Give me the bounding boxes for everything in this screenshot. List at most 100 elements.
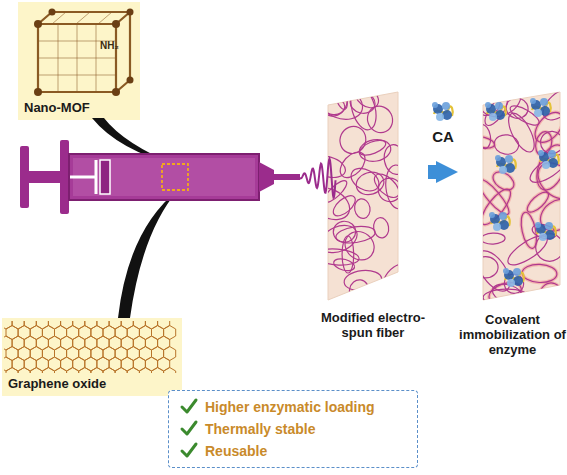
carbon-ring — [30, 347, 42, 361]
carbon-ring — [4, 336, 12, 350]
enzyme-domain — [499, 166, 507, 174]
fiber-loop — [530, 107, 567, 147]
mof-panel: Nano-MOF — [18, 2, 140, 120]
carbon-ring — [127, 368, 139, 374]
carbon-ring — [73, 336, 85, 350]
enzyme-domain — [507, 279, 515, 287]
glow-loop — [534, 193, 567, 238]
carbon-ring — [18, 368, 30, 374]
carbon-ring — [158, 357, 170, 371]
carbon-ring — [24, 357, 36, 371]
enzyme-strand — [540, 154, 559, 164]
carbon-ring — [79, 368, 91, 374]
carbon-ring — [152, 347, 164, 361]
mof-strut — [38, 12, 130, 92]
metal-cluster — [112, 20, 120, 28]
check-mark — [182, 444, 196, 456]
carbon-ring — [91, 368, 103, 374]
enzyme-icon — [503, 268, 524, 287]
enzyme-domain — [490, 214, 500, 224]
fiber-loop — [318, 85, 368, 125]
enzyme-domain — [505, 155, 513, 163]
fiber-loop — [348, 90, 377, 115]
carbon-ring — [12, 336, 24, 350]
fiber-loop — [500, 270, 527, 297]
fiber-loop — [353, 198, 372, 220]
carbon-ring — [73, 357, 85, 371]
fiber-loop — [318, 220, 361, 258]
carbon-ring — [6, 368, 18, 374]
mof-strut — [52, 12, 130, 80]
carbon-ring — [55, 368, 67, 374]
plunger-stopper — [100, 160, 110, 194]
carbon-ring — [121, 357, 133, 371]
enzyme-strand — [487, 106, 506, 116]
carbon-ring — [133, 336, 145, 350]
metal-cluster — [34, 88, 42, 96]
fiber-loop — [332, 257, 355, 273]
fiber-mat: Modified electro-spun fiber — [318, 85, 428, 350]
carbon-ring — [4, 357, 12, 371]
enzyme-icon — [535, 222, 556, 241]
carbon-ring — [18, 347, 30, 361]
fiber-loop — [351, 85, 383, 112]
fiber-loop — [474, 176, 513, 218]
carbon-ring — [115, 368, 127, 374]
enzyme-group — [432, 98, 559, 287]
fiber-loop — [322, 97, 345, 116]
fiber-loop — [534, 193, 567, 238]
carbon-ring — [30, 368, 42, 374]
carbon-ring — [42, 326, 54, 340]
metal-cluster — [127, 77, 134, 84]
glow-loop — [474, 176, 513, 218]
check-marks — [182, 400, 196, 456]
enzyme-domain — [530, 98, 536, 104]
enzyme-icon — [432, 102, 453, 121]
carbon-ring — [6, 347, 18, 361]
carbon-ring — [103, 326, 115, 340]
fiber-loop — [538, 85, 567, 126]
fiber-loop — [322, 178, 350, 206]
carbon-ring — [85, 357, 97, 371]
enzyme-domain — [548, 158, 558, 168]
carbon-ring — [55, 347, 67, 361]
barrel-flange — [60, 140, 69, 214]
fiber-loop — [339, 226, 380, 266]
enzyme-domain — [432, 102, 438, 108]
enzyme-strand — [434, 106, 453, 116]
fiber-loop — [384, 164, 411, 210]
carbon-ring — [61, 336, 73, 350]
fiber-loop — [474, 85, 526, 123]
carbon-ring — [67, 368, 79, 374]
carbon-ring — [127, 347, 139, 361]
carbon-ring — [67, 326, 79, 340]
barrel-inner — [73, 158, 255, 196]
enzyme-domain — [486, 104, 496, 114]
carbon-ring — [79, 326, 91, 340]
fiber-loop — [477, 185, 516, 229]
fiber-loop — [335, 224, 376, 245]
fiber-loop — [335, 147, 369, 182]
carbon-ring — [48, 357, 60, 371]
fiber-loop — [483, 289, 529, 306]
carbon-ring — [36, 336, 48, 350]
fiber-loop — [382, 143, 408, 176]
enzyme-domain — [513, 276, 523, 286]
fiber-loop — [328, 85, 350, 111]
enzyme-domain — [531, 100, 541, 110]
enzyme-domain — [499, 220, 509, 230]
carbon-ring — [97, 357, 109, 371]
carbon-ring — [85, 336, 97, 350]
carbon-ring — [158, 336, 170, 350]
fiber-loop — [475, 123, 492, 149]
carbon-ring — [109, 321, 121, 329]
enzyme-icon — [530, 98, 551, 117]
fiber-loop — [336, 122, 371, 158]
carbon-ring — [61, 357, 73, 371]
carbon-ring — [164, 326, 176, 340]
advantage-item: Reusable — [205, 443, 267, 459]
fiber-loop — [343, 269, 383, 293]
enzyme-icon — [485, 102, 506, 121]
metal-cluster — [34, 20, 42, 28]
carbon-ring — [42, 347, 54, 361]
